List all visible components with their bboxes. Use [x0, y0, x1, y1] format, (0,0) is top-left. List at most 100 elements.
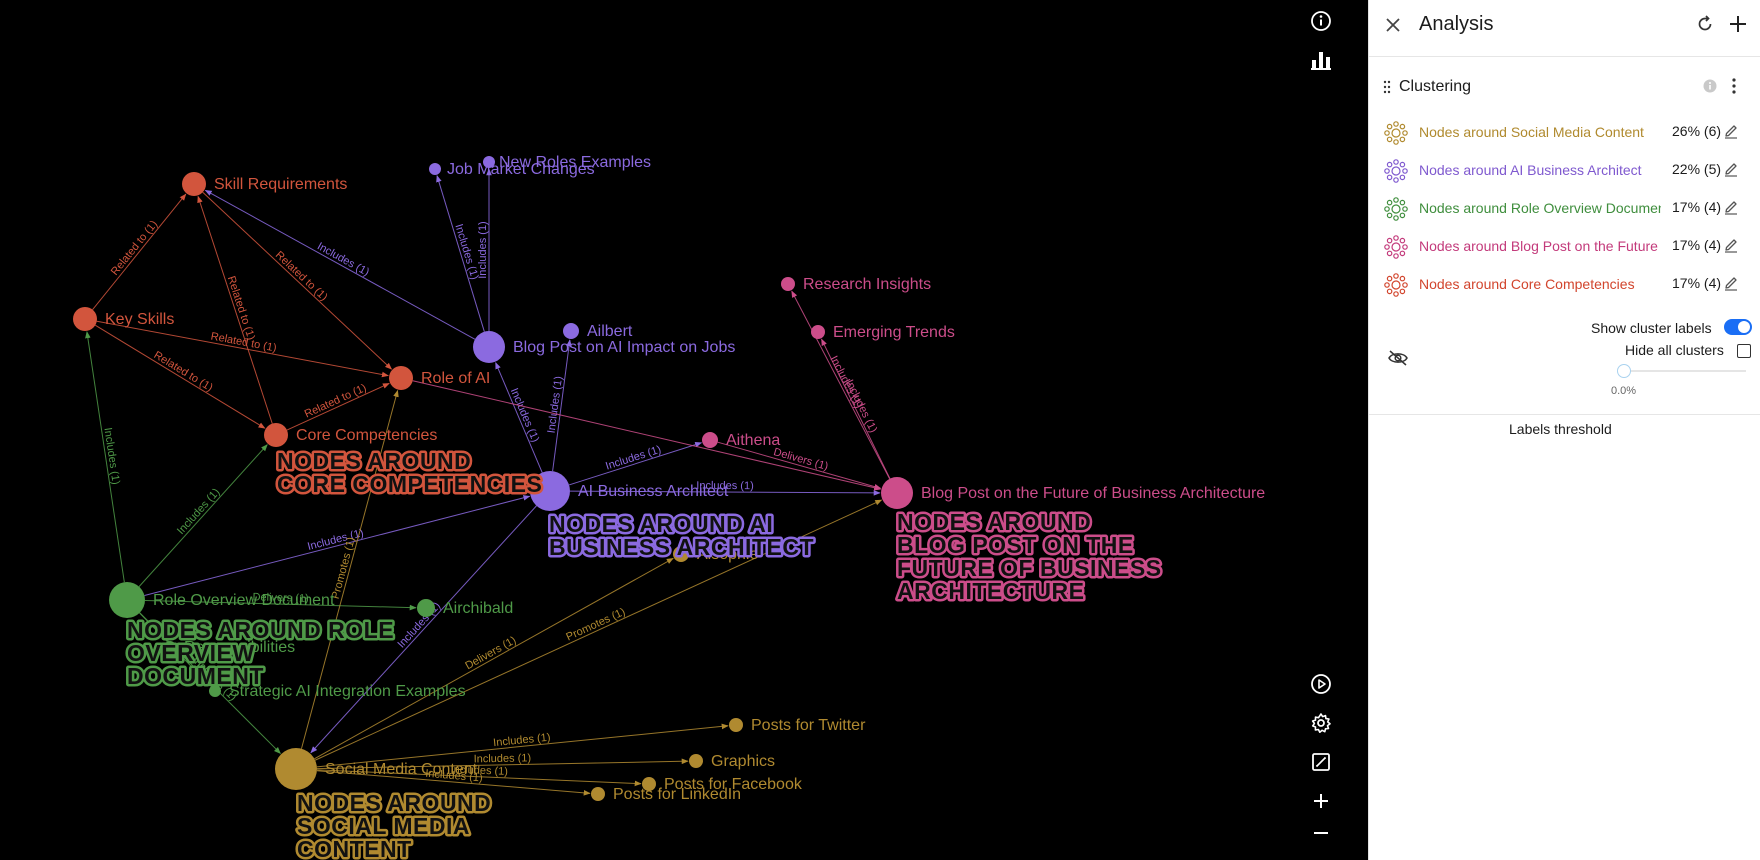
node-keyskills[interactable]	[73, 307, 97, 331]
edge-corecomp-roleai[interactable]	[286, 382, 390, 431]
fit-screen-icon[interactable]	[1310, 751, 1340, 781]
more-options-icon[interactable]	[1731, 77, 1737, 100]
node-corecomp[interactable]	[264, 423, 288, 447]
edge-roleoverview-social[interactable]	[139, 612, 281, 754]
edge-roleoverview-keyskills[interactable]	[85, 331, 125, 583]
cluster-row[interactable]: Nodes around Blog Post on the Future of …	[1383, 230, 1751, 264]
cluster-name[interactable]: Nodes around Social Media Content	[1419, 124, 1644, 140]
node-blogjobs[interactable]	[473, 331, 505, 363]
cluster-stat: 22% (5)	[1672, 161, 1722, 177]
edge-keyskills-roleai[interactable]	[96, 320, 389, 378]
cluster-name[interactable]: Nodes around Blog Post on the Future of …	[1419, 238, 1661, 254]
node-strategic[interactable]	[209, 685, 221, 697]
node-newroles[interactable]	[483, 156, 495, 168]
edge-label: Promotes (1)	[564, 606, 627, 643]
info-icon[interactable]	[1310, 10, 1340, 40]
node-graphics[interactable]	[689, 754, 703, 768]
node-aiba[interactable]	[530, 471, 570, 511]
cluster-name[interactable]: Nodes around Core Competencies	[1419, 276, 1635, 292]
refresh-icon[interactable]	[1693, 12, 1717, 36]
edge-social-aisophie[interactable]	[314, 557, 674, 760]
add-icon[interactable]	[1726, 12, 1750, 36]
play-icon[interactable]	[1310, 673, 1340, 703]
edge-roleai-blogfuture[interactable]	[412, 380, 882, 491]
edge-social-twitter[interactable]	[316, 723, 729, 768]
edit-icon[interactable]	[1723, 161, 1739, 182]
node-twitter[interactable]	[729, 718, 743, 732]
network-graph[interactable]: Related to (1)Related to (1)Related to (…	[0, 0, 1368, 860]
edge-skill-roleai[interactable]	[202, 191, 393, 370]
node-blogfuture[interactable]	[881, 477, 913, 509]
bar-chart-icon[interactable]	[1310, 49, 1340, 79]
cluster-icon	[1383, 234, 1409, 265]
edge-aithena-blogfuture[interactable]	[717, 441, 882, 490]
node-roleai[interactable]	[389, 366, 413, 390]
node-emerging[interactable]	[811, 325, 825, 339]
edge-aiba-ailbert[interactable]	[552, 339, 572, 472]
cluster-icon	[1383, 196, 1409, 227]
edge-aiba-blogfuture[interactable]	[569, 490, 881, 496]
edge-corecomp-skill[interactable]	[197, 195, 273, 424]
node-roleoverview[interactable]	[109, 582, 145, 618]
edge-keyskills-corecomp[interactable]	[94, 324, 266, 429]
eye-off-icon[interactable]	[1387, 349, 1409, 372]
node-ailbert[interactable]	[563, 323, 579, 339]
edge-aiba-social[interactable]	[310, 505, 537, 754]
graph-canvas[interactable]: Related to (1)Related to (1)Related to (…	[0, 0, 1368, 860]
gear-icon[interactable]	[1310, 712, 1340, 742]
edge-social-blogfuture[interactable]	[314, 499, 883, 761]
cluster-name[interactable]: Nodes around Role Overview Document	[1419, 200, 1661, 216]
labels-threshold-slider[interactable]	[1624, 370, 1746, 372]
cluster-label-line: ARCHITECTURE	[897, 578, 1084, 604]
node-responsibilities[interactable]	[164, 641, 176, 653]
labels-threshold-slider-thumb[interactable]	[1617, 364, 1631, 378]
edge-aiba-blogjobs[interactable]	[495, 362, 543, 473]
node-research[interactable]	[781, 277, 795, 291]
edit-icon[interactable]	[1723, 199, 1739, 220]
cluster-row[interactable]: Nodes around Social Media Content 26% (6)	[1383, 116, 1751, 150]
edge-blogfuture-emerging[interactable]	[821, 338, 891, 479]
edge-blogfuture-research[interactable]	[791, 290, 891, 480]
edge-blogjobs-jobmarket[interactable]	[436, 175, 485, 332]
info-icon[interactable]	[1703, 79, 1717, 98]
node-social[interactable]	[275, 748, 317, 790]
edge-keyskills-skill[interactable]	[92, 193, 187, 310]
hide-all-clusters-checkbox[interactable]	[1737, 344, 1751, 358]
node-linkedin[interactable]	[591, 787, 605, 801]
node-facebook[interactable]	[642, 777, 656, 791]
section-title: Clustering	[1399, 78, 1472, 95]
node-airchibald[interactable]	[417, 599, 435, 617]
edge-social-linkedin[interactable]	[316, 770, 591, 796]
edge-roleoverview-corecomp[interactable]	[138, 444, 268, 587]
cluster-row[interactable]: Nodes around AI Business Architect 22% (5…	[1383, 154, 1751, 188]
node-aithena[interactable]	[702, 432, 718, 448]
edge-aiba-aithena[interactable]	[568, 441, 703, 486]
edit-icon[interactable]	[1723, 275, 1739, 296]
drag-handle-icon[interactable]	[1383, 80, 1391, 99]
edge-social-facebook[interactable]	[316, 769, 642, 787]
cluster-label-line: NODES AROUND	[297, 790, 491, 816]
edge-roleoverview-aiba[interactable]	[144, 495, 531, 596]
node-label-roleoverview: Role Overview Document	[153, 592, 335, 609]
edge-social-roleai[interactable]	[300, 389, 399, 749]
zoom-in-icon[interactable]	[1310, 790, 1340, 820]
close-icon[interactable]	[1381, 13, 1405, 37]
edge-roleoverview-airchibald[interactable]	[144, 599, 417, 611]
edge-social-graphics[interactable]	[316, 758, 689, 770]
node-label-corecomp: Core Competencies	[296, 427, 437, 444]
edge-blogjobs-skill[interactable]	[204, 189, 476, 340]
zoom-out-icon[interactable]	[1310, 822, 1340, 852]
show-cluster-labels-toggle[interactable]	[1724, 319, 1752, 335]
node-jobmarket[interactable]	[429, 163, 441, 175]
cluster-stat: 26% (6)	[1672, 123, 1722, 139]
node-label-aiba: AI Business Architect	[578, 483, 729, 500]
edit-icon[interactable]	[1723, 123, 1739, 144]
node-skill[interactable]	[182, 172, 206, 196]
edge-label: Related to (1)	[109, 218, 160, 277]
cluster-name[interactable]: Nodes around AI Business Architect	[1419, 162, 1642, 178]
node-aisophie[interactable]	[673, 546, 689, 562]
edit-icon[interactable]	[1723, 237, 1739, 258]
